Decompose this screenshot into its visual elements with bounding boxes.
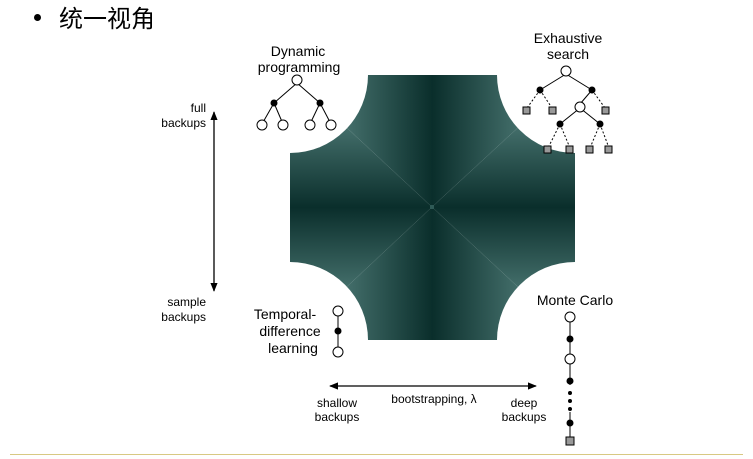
state-node	[277, 119, 289, 131]
shallow-backups-line2: backups	[315, 410, 360, 424]
action-node	[566, 377, 574, 385]
es-label-line2: search	[547, 46, 589, 62]
corner-cutout-top-left	[212, 0, 368, 153]
corner-cutout-top-right	[497, 0, 653, 153]
mc-label: Monte Carlo	[537, 292, 613, 308]
deep-backups-line2: backups	[502, 410, 547, 424]
ellipsis-dot	[568, 399, 572, 403]
full-backups-line2: backups	[161, 116, 206, 130]
footer-divider	[10, 454, 743, 455]
mc-backup-chain	[564, 311, 576, 446]
state-node	[574, 101, 586, 113]
action-node	[270, 99, 278, 107]
ellipsis-dot	[568, 391, 572, 395]
state-node	[291, 74, 303, 86]
dp-label-line2: programming	[258, 59, 340, 75]
td-label-line1: Temporal-	[254, 306, 317, 322]
shallow-backups-line1: shallow	[317, 396, 357, 410]
state-node	[564, 311, 576, 323]
corner-cutout-bottom-left	[212, 262, 368, 418]
shaded-backup-space	[212, 0, 653, 418]
action-node	[596, 120, 604, 128]
dp-label-line1: Dynamic	[271, 43, 325, 59]
action-node	[536, 86, 544, 94]
state-node	[560, 65, 572, 77]
terminal-node	[543, 145, 552, 154]
sample-backups-line1: sample	[167, 295, 206, 309]
action-node	[566, 419, 574, 427]
terminal-node	[565, 436, 575, 446]
sample-backups-line2: backups	[161, 310, 206, 324]
bullet-icon	[34, 13, 41, 21]
corner-cutout-bottom-right	[497, 262, 653, 418]
terminal-node	[585, 145, 594, 154]
deep-backups-line1: deep	[511, 396, 538, 410]
td-backup-chain	[332, 305, 344, 358]
state-node	[332, 305, 344, 317]
state-node	[332, 346, 344, 358]
action-node	[588, 86, 596, 94]
state-node	[325, 119, 337, 131]
terminal-node	[548, 106, 557, 115]
terminal-node	[604, 145, 613, 154]
action-node	[334, 327, 342, 335]
slide-title-text: 统一视角	[59, 5, 155, 33]
state-node	[256, 119, 268, 131]
action-node	[566, 335, 574, 343]
terminal-node	[565, 145, 574, 154]
terminal-node	[522, 106, 531, 115]
bootstrapping-label: bootstrapping, λ	[391, 392, 476, 406]
td-label-line2: difference	[259, 323, 320, 339]
action-node	[556, 120, 564, 128]
terminal-node	[601, 106, 610, 115]
state-node	[304, 119, 316, 131]
state-node	[564, 353, 576, 365]
slide-title: 统一视角	[34, 2, 155, 36]
ellipsis-dot	[568, 407, 572, 411]
action-node	[316, 99, 324, 107]
es-backup-tree	[522, 65, 613, 154]
full-backups-line1: full	[191, 101, 206, 115]
es-label-line1: Exhaustive	[534, 30, 603, 46]
td-label-line3: learning	[268, 340, 318, 356]
dp-backup-tree	[256, 74, 337, 131]
